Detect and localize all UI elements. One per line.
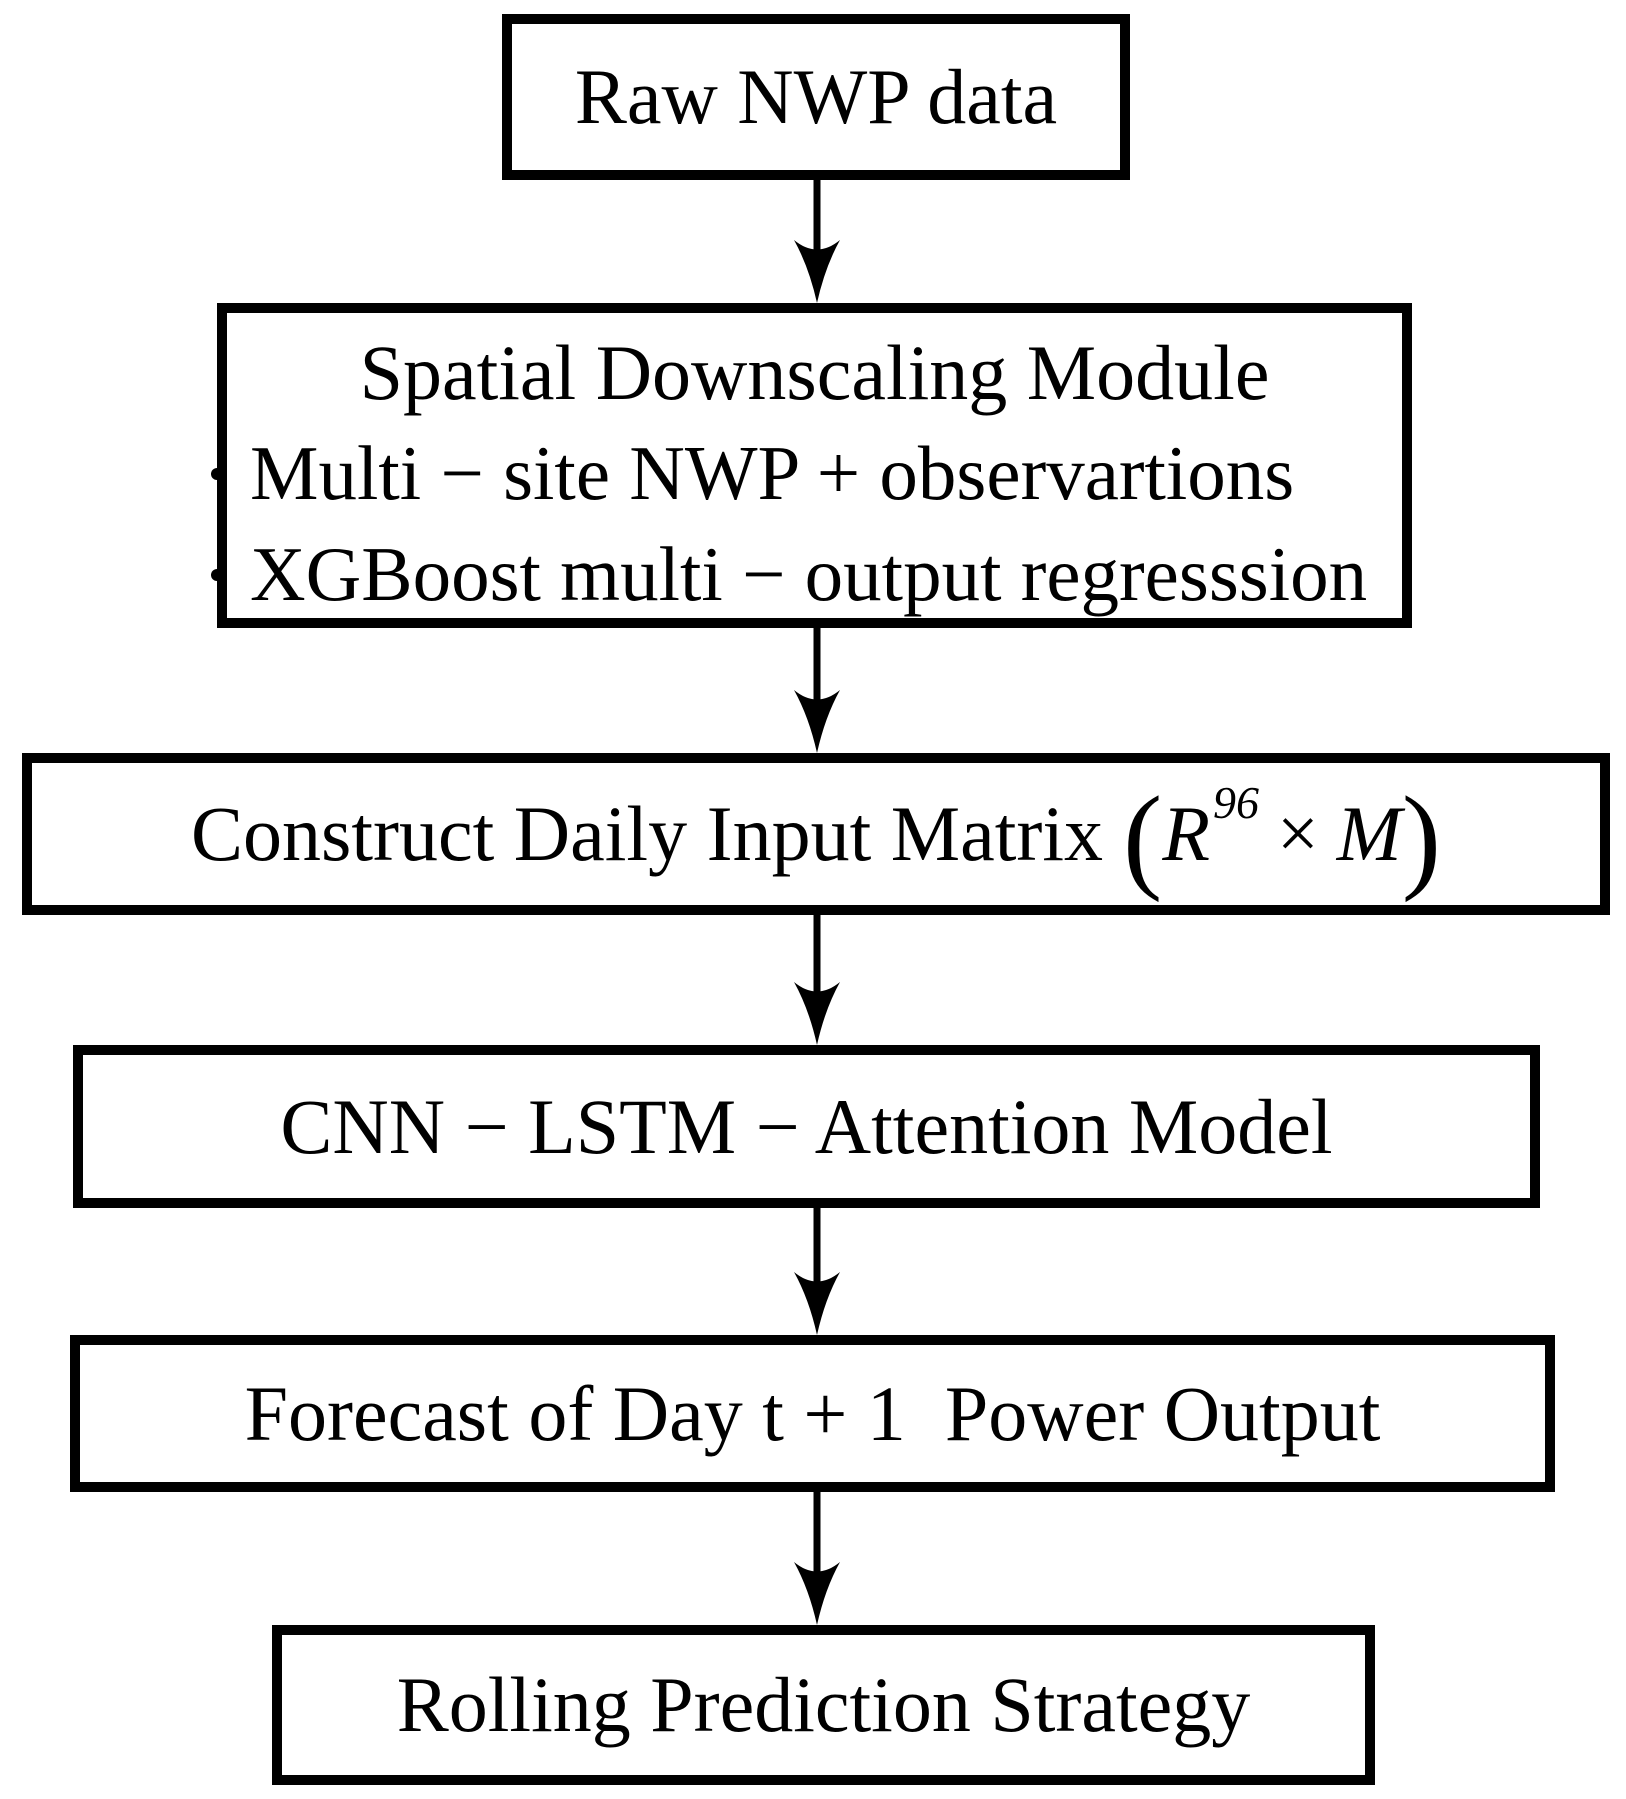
bullet-icon [211, 568, 223, 581]
downscaling-bullet-2-text: XGBoost multi − output regresssion [250, 531, 1368, 617]
spatial-downscaling-title: Spatial Downscaling Module [359, 329, 1270, 416]
flow-arrow-2 [794, 628, 840, 753]
flow-box-spatial-downscaling-module: Spatial Downscaling Module Multi − site … [211, 303, 1412, 628]
flow-box-raw-nwp-data: Raw NWP data [502, 14, 1130, 180]
flow-arrow-3 [794, 915, 840, 1045]
matrix-symbol-R: R [1162, 790, 1210, 877]
downscaling-bullet-1: Multi − site NWP + observartions [211, 423, 1402, 524]
matrix-superscript-96: 96 [1212, 776, 1259, 828]
flow-arrow-1 [794, 180, 840, 303]
forecast-label: Forecast of Day t + 1 Power Output [244, 1369, 1381, 1457]
raw-nwp-data-label: Raw NWP data [574, 53, 1058, 140]
downscaling-bullet-1-text: Multi − site NWP + observartions [250, 430, 1295, 516]
matrix-times-sign: × [1276, 792, 1319, 875]
flow-box-rolling-prediction-strategy: Rolling Prediction Strategy [272, 1625, 1375, 1785]
flow-arrow-5 [794, 1492, 840, 1625]
flow-box-cnn-lstm-attention-model: CNN − LSTM − Attention Model [73, 1045, 1540, 1208]
flow-arrow-4 [794, 1208, 840, 1335]
downscaling-bullet-2: XGBoost multi − output regresssion [211, 524, 1402, 625]
matrix-operand-M: M [1336, 790, 1402, 877]
flow-box-forecast-day-t-plus-1: Forecast of Day t + 1 Power Output [70, 1335, 1555, 1492]
rolling-prediction-label: Rolling Prediction Strategy [396, 1661, 1251, 1748]
flow-box-construct-daily-input-matrix: Construct Daily Input Matrix ( R 96 × M … [22, 753, 1610, 915]
matrix-label-prefix: Construct Daily Input Matrix [190, 790, 1104, 877]
bullet-icon [211, 467, 223, 480]
cnn-lstm-attention-label: CNN − LSTM − Attention Model [280, 1082, 1333, 1170]
